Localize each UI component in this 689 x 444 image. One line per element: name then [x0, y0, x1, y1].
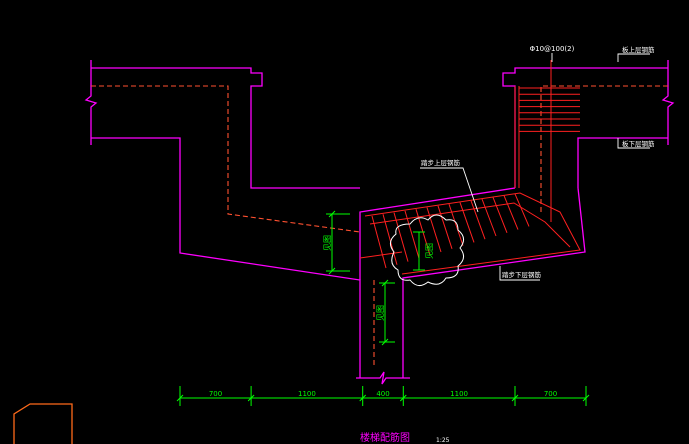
- right-top-dashed-rebar: [540, 85, 668, 212]
- step-bar: [470, 200, 486, 240]
- step-bar: [382, 214, 398, 265]
- leaders: [420, 53, 650, 281]
- dimension-label: 400: [376, 390, 389, 398]
- right-break-line: [661, 60, 675, 145]
- slab-outline: [84, 60, 675, 385]
- left-landing-bottom-edge: [91, 137, 361, 378]
- revision-cloud: [390, 214, 464, 286]
- drawing-title: 楼梯配筋图: [360, 431, 410, 444]
- dimension-slash: [399, 394, 407, 402]
- corner-mark: [13, 403, 73, 444]
- leader-left-upper: [420, 167, 479, 213]
- step-bar: [371, 215, 387, 269]
- step-bar: [503, 195, 519, 230]
- step-bar: [459, 202, 475, 243]
- vertical-dimensions: [326, 210, 425, 346]
- left-note-upper-label: 踏步上层钢筋: [421, 158, 461, 167]
- dimension-label: 1100: [450, 390, 468, 398]
- left-note-lower-label: 踏步下层钢筋: [502, 270, 542, 279]
- step-bar: [492, 197, 508, 233]
- step-bar: [448, 203, 464, 246]
- stirrup-ladder: [519, 87, 580, 132]
- leader-top-lower: [617, 138, 650, 149]
- step-bar: [393, 212, 409, 262]
- dimension-chain-labels: 700 1100 400 1100 700: [209, 390, 557, 398]
- step-bar: [481, 198, 497, 237]
- step-bar: [514, 193, 530, 227]
- step-bar: [437, 205, 453, 249]
- rebar-detail: [359, 60, 581, 275]
- left-landing-top-edge: [91, 67, 360, 189]
- dimension-slash: [359, 394, 367, 402]
- vertical-dim-cloud: 见图: [425, 243, 434, 259]
- dimension-slash: [511, 394, 519, 402]
- leader-left-lower: [499, 266, 540, 281]
- rebar-spec-label: Φ10@100(2): [530, 45, 575, 53]
- dimension-slash: [176, 394, 184, 402]
- vertical-dim-left: 见图: [323, 235, 332, 251]
- top-note-lower-label: 板下层钢筋: [622, 139, 655, 148]
- vertical-dim-bottom: 见图: [376, 305, 385, 321]
- column-bottom: [356, 371, 410, 385]
- stair-waist-upper: [359, 187, 516, 280]
- stair-waist-lower: [402, 187, 586, 378]
- drawing-scale: 1:25: [436, 437, 450, 444]
- dimension-label: 700: [544, 390, 557, 398]
- dimension-chain: [176, 386, 590, 406]
- left-break-line: [84, 60, 98, 145]
- right-landing-bottom-edge: [577, 137, 668, 188]
- dimension-label: 1100: [298, 390, 316, 398]
- dashed-rebar: [91, 85, 668, 368]
- left-top-dashed-rebar: [91, 85, 361, 233]
- top-note-upper-label: 板上层钢筋: [622, 45, 655, 54]
- dimension-label: 700: [209, 390, 222, 398]
- dimension-slash: [247, 394, 255, 402]
- leader-top-upper: [617, 53, 650, 62]
- dimension-slash: [582, 394, 590, 402]
